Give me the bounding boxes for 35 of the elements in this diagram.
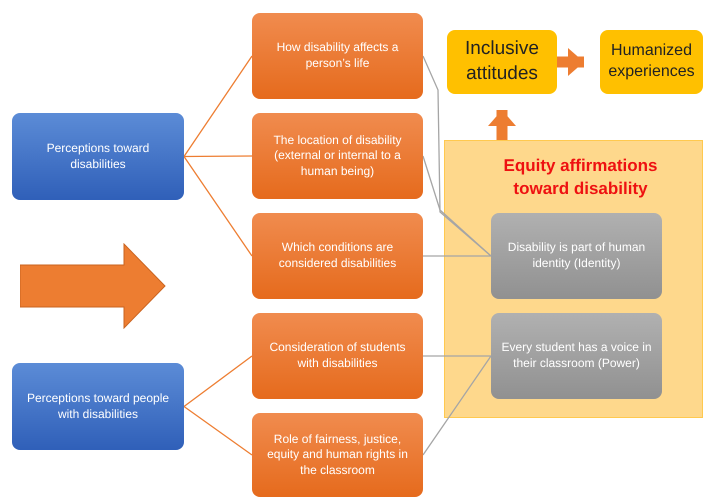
connector-line <box>183 156 253 256</box>
topic-box <box>252 313 423 399</box>
block-arrow <box>488 110 516 140</box>
topic-box <box>252 13 423 99</box>
box-text: Every student has a voice in their classroom (Power) <box>500 340 653 372</box>
box-text: Inclusive attitudes <box>464 37 540 86</box>
connector-line <box>184 355 252 408</box>
box-text: Perceptions toward disabilities <box>46 140 150 172</box>
box-text: How disability affects a person’s life <box>276 40 400 72</box>
box-text: Consideration of students with disabilities <box>268 340 407 372</box>
category-box <box>12 363 184 450</box>
block-arrow <box>557 48 584 76</box>
topic-box <box>252 113 423 199</box>
affirmation-box <box>491 213 662 299</box>
connector-line <box>423 255 491 257</box>
topic-box <box>252 413 423 497</box>
affirmation-box <box>491 313 662 399</box>
topic-box <box>252 213 423 299</box>
connector-line <box>422 356 492 456</box>
connector-line <box>422 156 492 256</box>
connector-line <box>183 56 253 157</box>
outcome-box <box>600 30 703 94</box>
connector-line <box>423 355 491 357</box>
box-text: Perceptions toward people with disabilities <box>26 390 170 422</box>
box-text: Disability is part of human identity (Identity) <box>506 240 646 272</box>
category-box <box>12 113 184 200</box>
connector-line <box>184 406 252 456</box>
connector-line <box>184 155 252 158</box>
panel-title: Equity affirmations toward disability <box>502 155 658 200</box>
box-text: The location of disability (external or internal to a human being) <box>272 132 403 180</box>
box-text: Which conditions are considered disabilities <box>278 240 398 272</box>
box-text: Humanized experiences <box>607 41 696 82</box>
outcome-box <box>447 30 557 94</box>
affirmation-panel <box>444 140 703 418</box>
box-text: Role of fairness, justice, equity and human rights in the classroom <box>266 432 409 478</box>
